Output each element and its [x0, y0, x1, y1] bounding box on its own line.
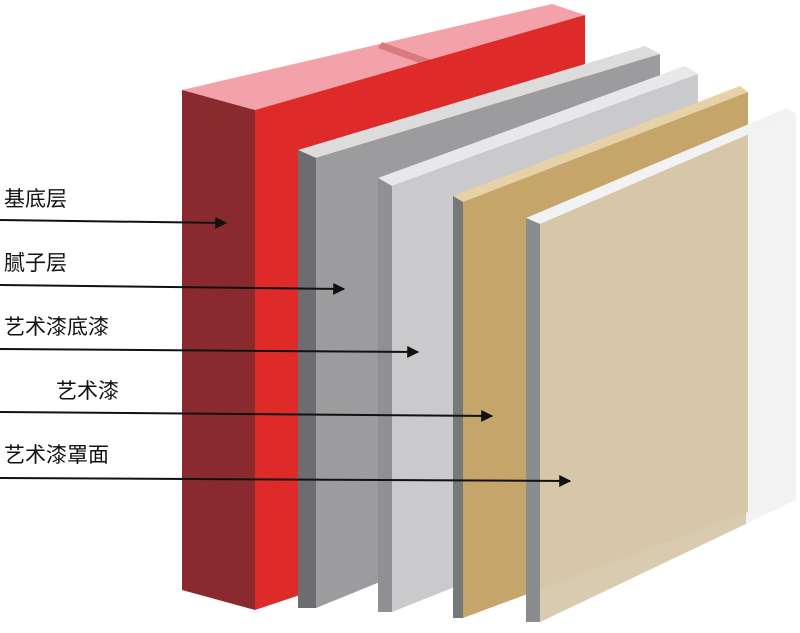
topcoat-layer-side — [526, 218, 540, 622]
arrow-topcoat — [0, 474, 572, 487]
paint-layer-top — [453, 86, 748, 202]
topcoat-layer-top — [526, 108, 796, 224]
label-topcoat: 艺术漆罩面 — [4, 443, 109, 467]
primer-layer-side — [378, 178, 392, 612]
paint-layer-side — [453, 196, 463, 618]
putty-layer-side — [298, 150, 316, 608]
label-paint: 艺术漆 — [56, 379, 119, 403]
base-layer-top — [182, 4, 585, 110]
putty-layer-top — [298, 46, 660, 158]
arrow-base — [0, 216, 228, 229]
arrow-putty — [0, 282, 346, 295]
arrow-primer — [0, 345, 420, 358]
label-putty: 腻子层 — [4, 251, 67, 275]
topcoat-layer-tint — [540, 136, 746, 622]
label-primer: 艺术漆底漆 — [4, 315, 109, 339]
topcoat-layer — [526, 108, 796, 622]
layer-labels: 基底层 腻子层 艺术漆底漆 艺术漆 艺术漆罩面 — [4, 187, 119, 467]
primer-layer-top — [378, 66, 698, 186]
label-base: 基底层 — [4, 187, 67, 211]
arrow-paint — [0, 409, 494, 422]
label-arrows — [0, 216, 572, 487]
